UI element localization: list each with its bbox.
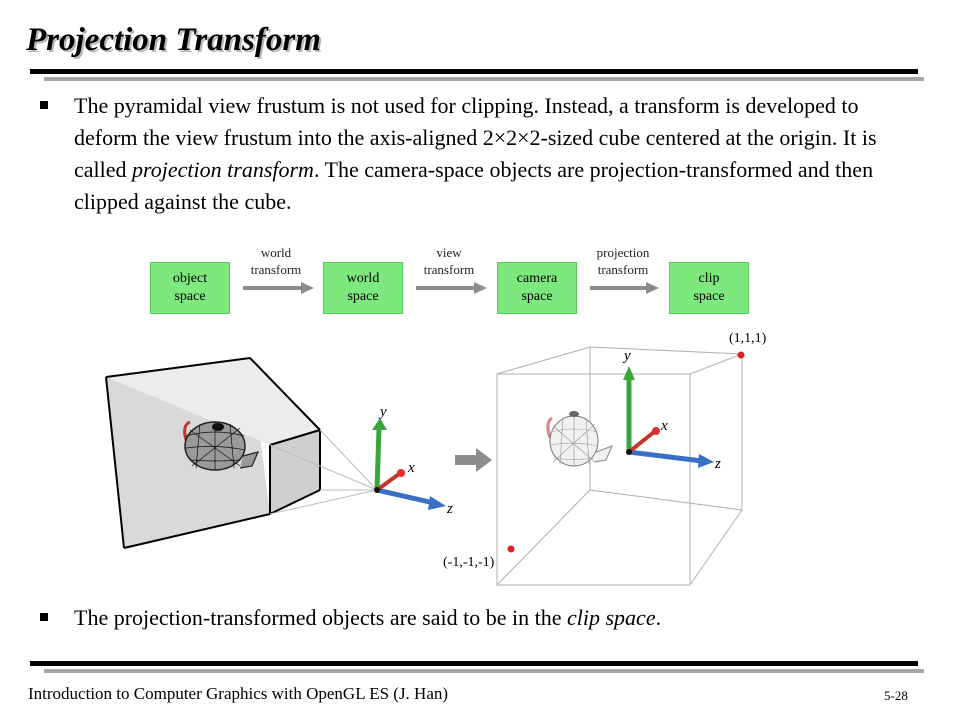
y-axis-arrow	[374, 427, 382, 491]
footer-rule-black	[30, 661, 918, 666]
corner-max-label: (1,1,1)	[729, 331, 767, 346]
z-axis-arrow-head	[428, 496, 446, 510]
clip-space-axes	[623, 366, 714, 468]
term-clip-space: clip space	[567, 605, 656, 630]
clip-x-axis-tip	[652, 427, 660, 435]
corner-min-label: (-1,-1,-1)	[443, 555, 495, 570]
bullet-square-icon	[40, 101, 48, 109]
teapot-icon	[183, 420, 260, 471]
footer-course-title: Introduction to Computer Graphics with O…	[28, 684, 449, 703]
clip-y-axis-arrow-head	[623, 366, 635, 380]
transform-arrow-icon	[455, 448, 492, 472]
corner-max-point	[737, 351, 745, 359]
right-y-axis-label: y	[622, 348, 631, 364]
bullet-1: The pyramidal view frustum is not used f…	[40, 90, 890, 220]
y-axis-arrow-head	[372, 418, 387, 430]
page-number: 5-28	[884, 688, 908, 703]
world-transform-arrow	[243, 286, 303, 290]
corner-min-point	[507, 545, 515, 553]
projection-transform-arrow-head	[646, 282, 659, 294]
title-rule-black	[30, 69, 918, 74]
clip-space-teapot-icon	[546, 411, 613, 467]
clip-x-axis-arrow	[627, 430, 656, 454]
world-transform-arrow-head	[301, 282, 314, 294]
term-projection-transform: projection transform	[132, 157, 314, 182]
projection-transform-arrow	[590, 286, 648, 290]
right-z-axis-label: z	[714, 456, 721, 472]
x-axis-arrow	[375, 472, 401, 492]
clip-cube	[496, 346, 743, 586]
clip-z-axis-arrow-head	[698, 454, 714, 468]
right-x-axis-label: x	[660, 418, 668, 434]
footer-rule-gray	[44, 669, 924, 673]
bullet-1-text: The pyramidal view frustum is not used f…	[74, 93, 877, 214]
view-transform-arrow-head	[474, 282, 487, 294]
slide-title: Projection Transform	[26, 22, 321, 58]
x-axis-tip	[397, 469, 405, 477]
bullet-2: The projection-transformed objects are s…	[40, 602, 890, 636]
clip-z-axis-arrow	[628, 449, 703, 464]
view-transform-arrow	[416, 286, 476, 290]
left-z-axis-label: z	[446, 501, 453, 517]
title-rule-gray	[44, 77, 924, 81]
camera-axes	[372, 418, 446, 510]
left-x-axis-label: x	[407, 460, 415, 476]
z-axis-arrow	[376, 487, 435, 506]
bullet-2-text: The projection-transformed objects are s…	[74, 605, 662, 630]
left-y-axis-label: y	[378, 404, 387, 420]
bullet-square-icon	[40, 613, 48, 621]
